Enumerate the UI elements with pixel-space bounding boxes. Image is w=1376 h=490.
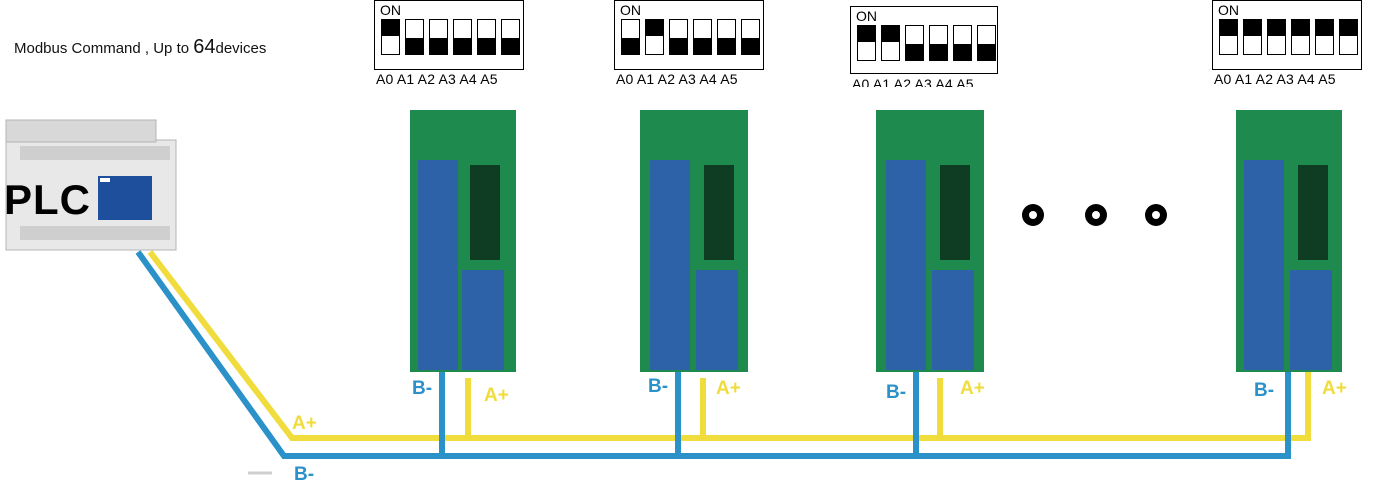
dip-toggle-a4 (717, 19, 736, 55)
title-count: 64 (193, 36, 216, 58)
dip-toggle-a2 (429, 19, 448, 55)
title-prefix: Modbus Command , Up to (14, 40, 194, 57)
dip-toggle-a3 (1291, 19, 1310, 55)
b-minus-label-plc: B- (294, 464, 315, 485)
dip-on-label: ON (380, 2, 401, 18)
dip-toggle-a4 (953, 25, 972, 61)
dip-on-label: ON (856, 8, 877, 24)
dip-toggle-a4 (1315, 19, 1334, 55)
relay-board-2 (640, 110, 748, 372)
address-labels-2: A0 A1 A2 A3 A4 A5 (616, 71, 738, 87)
dip-switch-2: ON (614, 0, 764, 70)
dip-toggle-a3 (929, 25, 948, 61)
plc-unit (5, 119, 177, 251)
dip-toggle-a2 (669, 19, 688, 55)
dip-toggle-a5 (501, 19, 520, 55)
relay-board-3 (876, 110, 984, 372)
b-minus-label-2: B- (648, 376, 669, 397)
dip-toggle-a0 (857, 25, 876, 61)
dip-toggle-a0 (1219, 19, 1238, 55)
dip-toggle-a3 (693, 19, 712, 55)
a-plus-label-1: A+ (484, 385, 509, 406)
dip-toggle-a1 (645, 19, 664, 55)
dip-switch-3: ON (850, 6, 998, 74)
a-plus-bus (147, 250, 1311, 441)
a-plus-label-plc: A+ (292, 413, 317, 434)
title-suffix: devices (215, 40, 267, 57)
b-minus-bus (135, 250, 1291, 459)
dip-toggle-a1 (405, 19, 424, 55)
address-labels-4: A0 A1 A2 A3 A4 A5 (1214, 71, 1336, 87)
dip-toggle-a1 (1243, 19, 1262, 55)
dip-toggle-a1 (881, 25, 900, 61)
dip-on-label: ON (620, 2, 641, 18)
dip-toggle-a3 (453, 19, 472, 55)
dip-toggle-a2 (1267, 19, 1286, 55)
dip-switch-4: ON (1212, 0, 1362, 70)
dip-on-label: ON (1218, 2, 1239, 18)
plc-label: PLC (4, 176, 91, 223)
address-labels-3: A0 A1 A2 A3 A4 A5 (852, 76, 974, 87)
dip-toggle-a5 (977, 25, 996, 61)
dip-toggle-a4 (477, 19, 496, 55)
diagram-title: Modbus Command , Up to 64devices (14, 36, 266, 59)
dip-switch-1: ON (374, 0, 524, 70)
dip-toggle-a2 (905, 25, 924, 61)
a-plus-label-4: A+ (1322, 378, 1347, 399)
a-plus-label-3: A+ (960, 378, 985, 399)
relay-board-4 (1236, 110, 1342, 372)
dip-toggle-a0 (621, 19, 640, 55)
dip-toggle-a5 (1339, 19, 1358, 55)
b-minus-label-4: B- (1254, 380, 1275, 401)
b-minus-label-3: B- (886, 382, 907, 403)
dip-toggle-a0 (381, 19, 400, 55)
three-dots-icon (1022, 204, 1172, 228)
relay-board-1 (410, 110, 516, 372)
address-labels-1: A0 A1 A2 A3 A4 A5 (376, 71, 498, 87)
dip-toggle-a5 (741, 19, 760, 55)
b-minus-label-1: B- (412, 378, 433, 399)
a-plus-label-2: A+ (716, 378, 741, 399)
